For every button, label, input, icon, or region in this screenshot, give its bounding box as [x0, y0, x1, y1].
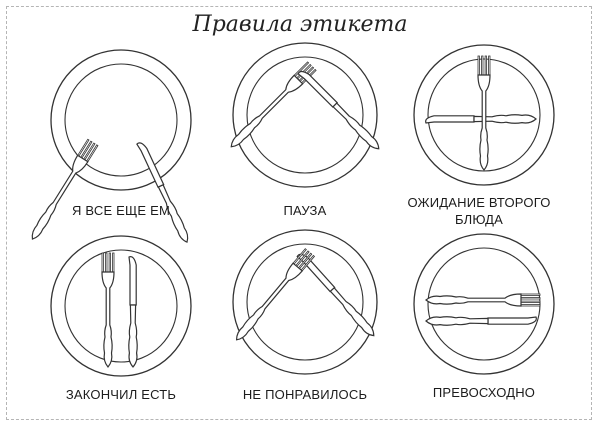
etiquette-sheet	[6, 6, 592, 420]
panel-pause	[226, 42, 383, 188]
knife-icon	[128, 256, 138, 368]
label-pause: ПАУЗА	[283, 203, 327, 218]
plate-icon	[50, 49, 192, 191]
label-excellent: ПРЕВОСХОДНО	[432, 385, 536, 400]
label-finished: ЗАКОНЧИЛ ЕСТЬ	[65, 387, 177, 402]
knife-icon	[425, 316, 537, 326]
label-did-not-like: НЕ ПОНРАВИЛОСЬ	[242, 387, 368, 402]
page-title: Правила этикета	[192, 12, 408, 37]
panel-still-eating	[26, 49, 192, 245]
plate-icon	[50, 235, 192, 377]
plate-icon	[232, 229, 378, 375]
label-still-eating: Я ВСЕ ЕЩЕ ЕМ	[72, 203, 170, 218]
panel-excellent	[413, 233, 555, 375]
plate-icon	[413, 233, 555, 375]
panel-waiting-second-course	[413, 44, 555, 186]
panel-finished	[50, 235, 192, 377]
label-waiting-second-course: ОЖИДАНИЕ ВТОРОГО БЛЮДА	[407, 195, 551, 227]
knife-icon	[425, 114, 537, 124]
plate-icon	[232, 42, 378, 188]
panel-did-not-like	[231, 229, 378, 375]
